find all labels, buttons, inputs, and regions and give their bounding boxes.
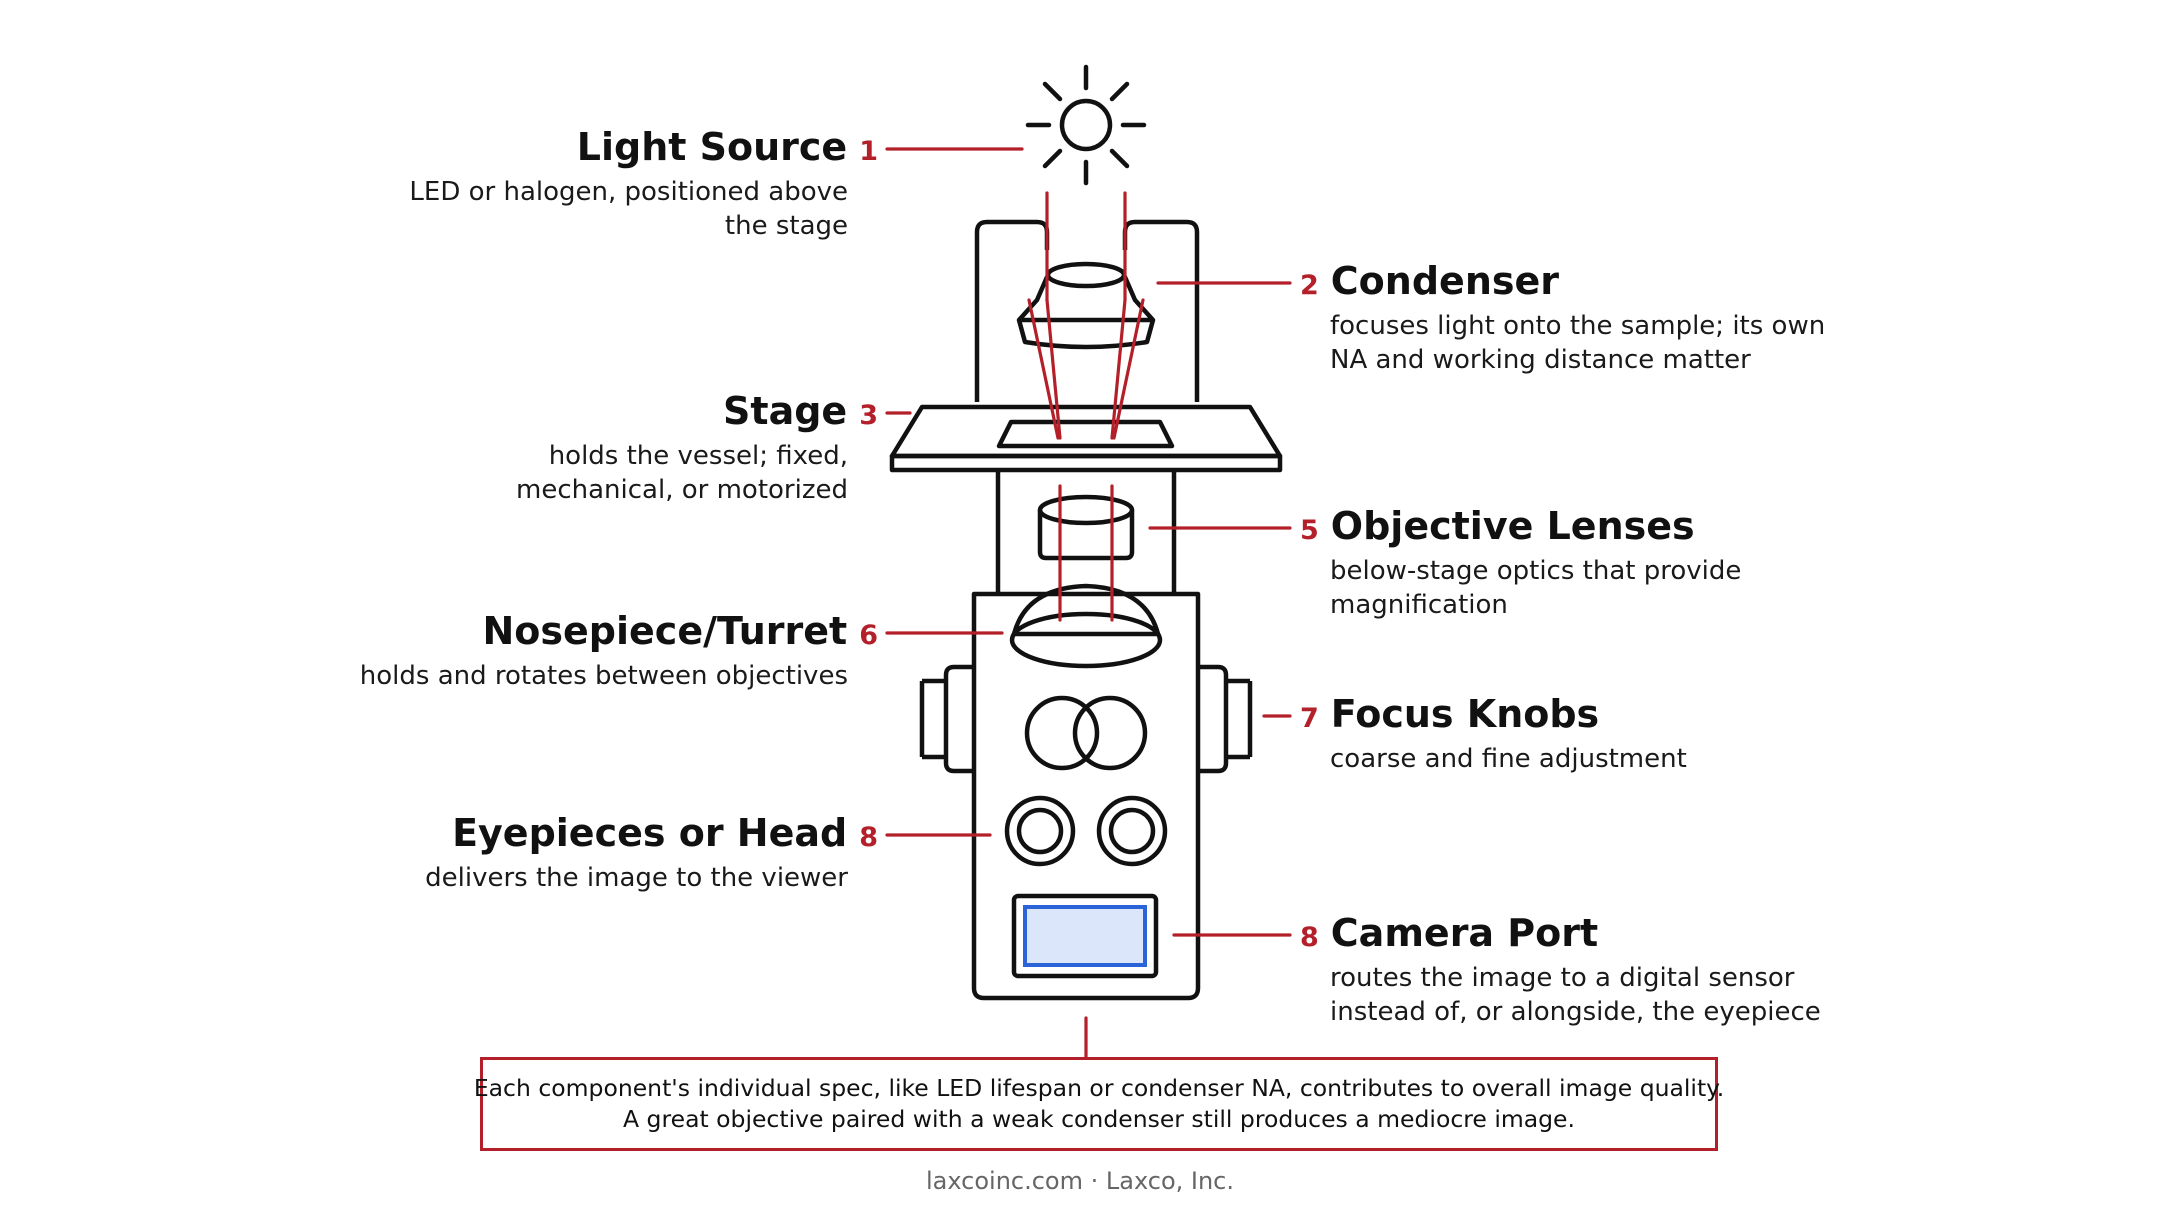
label-title: Objective Lenses [1330, 504, 1695, 548]
label-desc-line: coarse and fine adjustment [1330, 744, 1687, 774]
right-eyepiece [1096, 795, 1168, 867]
label-desc-line: holds and rotates between objectives [359, 661, 848, 691]
light-path [1027, 191, 1145, 622]
label-desc-line: holds the vessel; fixed, [548, 441, 848, 471]
label-condenser: 2 Condenser focuses light onto the sampl… [1300, 258, 2060, 377]
stage-shape [889, 404, 1283, 459]
vessel-slot [996, 419, 1175, 449]
note-line-1: Each component's individual spec, like L… [473, 1074, 1725, 1102]
label-desc-line: focuses light onto the sample; its own [1330, 311, 1826, 341]
light-source-icon [1025, 64, 1147, 186]
label-number: 5 [1300, 515, 1319, 546]
nosepiece-shape [1011, 583, 1161, 637]
label-light-source: Light Source 1 LED or halogen, positione… [118, 124, 878, 243]
label-desc-line: instead of, or alongside, the eyepiece [1330, 997, 1821, 1027]
left-focus-knob [943, 664, 974, 774]
label-number: 8 [1300, 922, 1319, 953]
label-number: 7 [1300, 703, 1319, 734]
label-number: 2 [1300, 270, 1319, 301]
label-desc-line: the stage [724, 211, 848, 241]
label-title: Camera Port [1330, 911, 1599, 955]
leader-lines [885, 147, 1292, 1059]
objective-shape [1037, 510, 1135, 561]
label-number: 8 [859, 822, 878, 853]
label-camera-port: 8 Camera Port routes the image to a digi… [1300, 910, 2060, 1029]
label-focus-knobs: 7 Focus Knobs coarse and fine adjustment [1300, 691, 2060, 776]
label-desc-line: below-stage optics that provide [1330, 556, 1742, 586]
label-title: Light Source [576, 125, 848, 169]
note-line-2: A great objective paired with a weak con… [623, 1105, 1575, 1133]
label-number: 3 [859, 400, 878, 431]
microscope-body [889, 219, 1283, 1001]
label-title: Focus Knobs [1330, 692, 1600, 736]
label-eyepieces: Eyepieces or Head 8 delivers the image t… [118, 810, 878, 895]
label-number: 1 [859, 136, 878, 167]
label-desc-line: LED or halogen, positioned above [409, 177, 848, 207]
label-title: Condenser [1330, 259, 1560, 303]
footer-credit: laxcoinc.com · Laxco, Inc. [926, 1167, 1234, 1195]
label-number: 6 [859, 620, 878, 651]
label-title: Eyepieces or Head [452, 811, 848, 855]
label-desc-line: mechanical, or motorized [516, 475, 848, 505]
label-stage: Stage 3 holds the vessel; fixed, mechani… [118, 388, 878, 507]
label-title: Stage [723, 389, 848, 433]
right-focus-knob [1198, 664, 1229, 774]
left-eyepiece [1004, 795, 1076, 867]
note-box: Each component's individual spec, like L… [474, 1057, 1724, 1151]
label-title: Nosepiece/Turret [482, 609, 848, 653]
camera-screen [1023, 905, 1147, 967]
label-desc-line: magnification [1330, 590, 1508, 620]
label-desc-line: delivers the image to the viewer [425, 863, 848, 893]
label-nosepiece: Nosepiece/Turret 6 holds and rotates bet… [118, 608, 878, 693]
label-objective-lenses: 5 Objective Lenses below-stage optics th… [1300, 503, 2060, 622]
label-desc-line: NA and working distance matter [1330, 345, 1751, 375]
label-desc-line: routes the image to a digital sensor [1330, 963, 1795, 993]
